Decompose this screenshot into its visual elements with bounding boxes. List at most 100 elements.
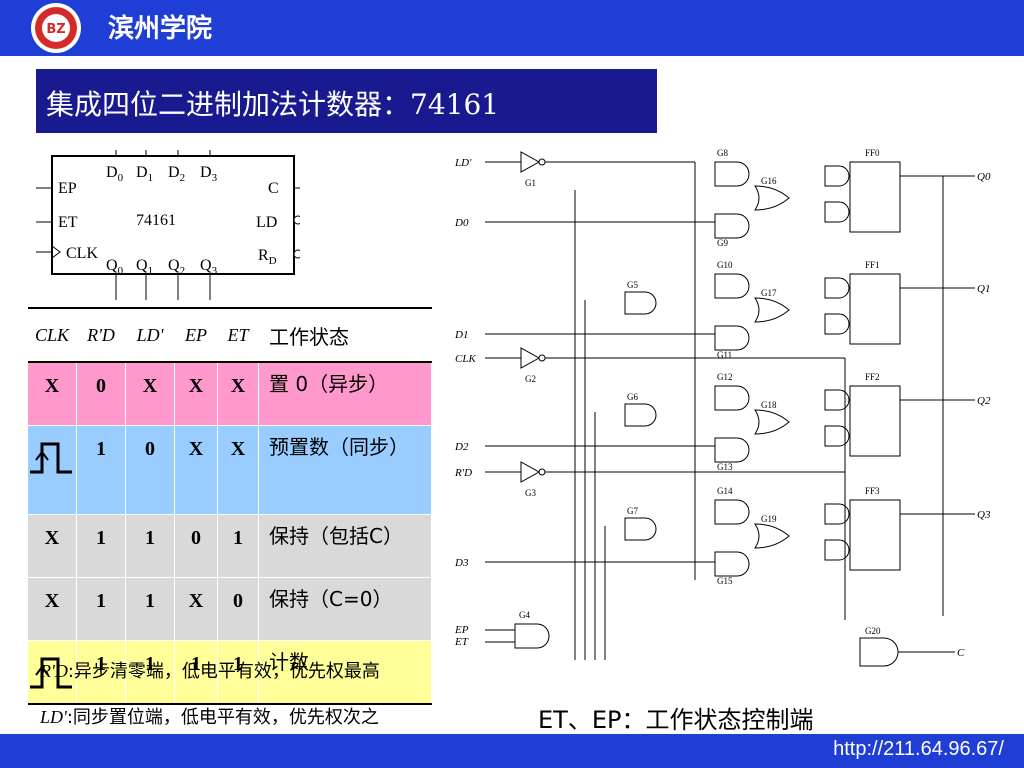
ld-note-text: :同步置位端，低电平有效，优先权次之: [66, 707, 379, 728]
slide-title-box: 集成四位二进制加法计数器：74161: [36, 69, 657, 133]
label-g15: G15: [717, 576, 733, 586]
label-ep: EP: [455, 624, 469, 636]
cell-et: 1: [217, 640, 259, 705]
chip-name: 74161: [136, 212, 176, 229]
label-g7: G7: [627, 506, 638, 516]
slide-title: 集成四位二进制加法计数器：74161: [46, 88, 500, 121]
cell-clk: X: [28, 514, 77, 578]
rd-note: R'D:异步清零端，低电平有效，优先权最高: [40, 657, 380, 683]
label-d0: D0: [455, 217, 469, 229]
cell-ld: 1: [125, 514, 175, 578]
header-bar: BZ 滨州学院: [0, 0, 1024, 56]
chip-pin-ep: EP: [58, 180, 77, 197]
table-row: 1 1 1 1 计数: [28, 640, 432, 705]
label-ff0: FF0: [865, 148, 880, 158]
cell-ep: X: [174, 425, 218, 515]
cell-rd: 1: [76, 640, 126, 705]
school-name: 滨州学院: [108, 14, 213, 44]
label-g11: G11: [717, 350, 732, 360]
label-g16: G16: [761, 176, 777, 186]
label-q2: Q2: [977, 395, 991, 407]
cell-state: 计数: [258, 640, 432, 705]
label-d2: D2: [455, 441, 469, 453]
label-rd: R'D: [455, 467, 472, 479]
cell-et: 1: [217, 514, 259, 578]
cell-rd: 1: [76, 425, 126, 515]
cell-ld: X: [125, 362, 175, 426]
header-et: ET: [217, 307, 259, 363]
cell-ld: 0: [125, 425, 175, 515]
cell-state: 保持（包括C）: [258, 514, 432, 578]
cell-ld: 1: [125, 640, 175, 705]
label-g10: G10: [717, 260, 733, 270]
label-clk: CLK: [455, 353, 476, 365]
label-g5: G5: [627, 280, 638, 290]
label-g2: G2: [525, 374, 536, 384]
header-rd: R'D: [76, 307, 126, 363]
cell-ld: 1: [125, 577, 175, 641]
header-state: 工作状态: [258, 307, 432, 363]
label-g8: G8: [717, 148, 728, 158]
chip-pin-c: C: [268, 180, 279, 197]
footer-url[interactable]: http://211.64.96.67/: [833, 738, 1004, 760]
function-table: CLK R'D LD' EP ET 工作状态 X 0 X X X 置 0（异步）…: [28, 307, 432, 705]
table-row: X 1 1 X 0 保持（C=0）: [28, 577, 432, 641]
table-row: 1 0 X X 预置数（同步）: [28, 425, 432, 515]
table-row: X 1 1 0 1 保持（包括C）: [28, 514, 432, 578]
et-ep-note: ET、EP：工作状态控制端: [538, 706, 814, 734]
label-g14: G14: [717, 486, 733, 496]
label-et: ET: [455, 636, 469, 648]
label-c: C: [957, 647, 965, 659]
rising-edge-icon: [30, 442, 72, 474]
label-g1: G1: [525, 178, 536, 188]
cell-state: 预置数（同步）: [258, 425, 432, 515]
label-q1: Q1: [977, 283, 990, 295]
label-q3: Q3: [977, 509, 991, 521]
cell-et: 0: [217, 577, 259, 641]
table-row: X 0 X X X 置 0（异步）: [28, 362, 432, 426]
footer-bar: http://211.64.96.67/: [0, 734, 1024, 768]
table-header-row: CLK R'D LD' EP ET 工作状态: [28, 307, 432, 363]
cell-rd: 1: [76, 514, 126, 578]
ld-note: LD':同步置位端，低电平有效，优先权次之: [40, 703, 379, 729]
svg-text:BZ: BZ: [46, 22, 65, 37]
cell-et: X: [217, 425, 259, 515]
chip-pin-ld: LD: [256, 214, 277, 231]
school-logo-icon: BZ: [31, 3, 81, 53]
cell-clk: [28, 425, 77, 515]
label-ld: LD': [455, 157, 472, 169]
label-g18: G18: [761, 400, 777, 410]
label-g9: G9: [717, 238, 728, 248]
cell-ep: 1: [174, 640, 218, 705]
label-g4: G4: [519, 610, 530, 620]
cell-rd: 0: [76, 362, 126, 426]
label-d3: D3: [455, 557, 469, 569]
cell-ep: 0: [174, 514, 218, 578]
label-g20: G20: [865, 626, 881, 636]
cell-clk: [28, 640, 77, 705]
label-g3: G3: [525, 488, 536, 498]
label-ff2: FF2: [865, 372, 880, 382]
cell-ep: X: [174, 362, 218, 426]
label-g17: G17: [761, 288, 777, 298]
rd-note-text: :异步清零端，低电平有效，优先权最高: [67, 661, 380, 682]
cell-clk: X: [28, 577, 77, 641]
ld-symbol: LD': [40, 707, 67, 727]
chip-pin-et: ET: [58, 214, 78, 231]
header-ld: LD': [125, 307, 175, 363]
label-g13: G13: [717, 462, 733, 472]
label-q0: Q0: [977, 171, 991, 183]
cell-rd: 1: [76, 577, 126, 641]
header-clk: CLK: [28, 307, 77, 363]
label-g6: G6: [627, 392, 638, 402]
label-d1: D1: [455, 329, 468, 341]
label-g19: G19: [761, 514, 777, 524]
cell-ep: X: [174, 577, 218, 641]
counter-logic-diagram: LD' D0 D1 CLK D2 R'D D3 EP ET Q0 Q1 Q2 Q…: [455, 148, 991, 667]
rd-symbol: R'D: [40, 661, 68, 681]
label-ff3: FF3: [865, 486, 880, 496]
cell-et: X: [217, 362, 259, 426]
label-ff1: FF1: [865, 260, 880, 270]
cell-state: 保持（C=0）: [258, 577, 432, 641]
cell-clk: X: [28, 362, 77, 426]
